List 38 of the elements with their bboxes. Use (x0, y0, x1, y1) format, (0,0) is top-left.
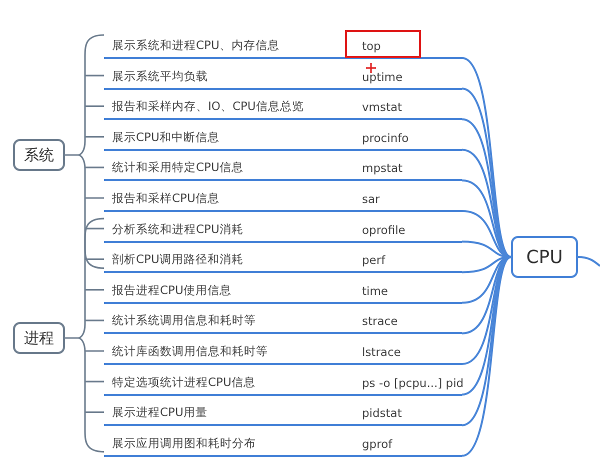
description-text: 报告和采样内存、IO、CPU信息总览 (112, 99, 304, 114)
description-text: 展示系统平均负载 (112, 68, 208, 84)
command-text: top (362, 39, 381, 53)
category-box: 系统 (13, 139, 65, 171)
brace (64, 218, 105, 453)
description-text: 统计和采用特定CPU信息 (112, 160, 244, 176)
connector-line (578, 256, 600, 267)
command-text: mpstat (362, 161, 403, 176)
command-text: procinfo (362, 130, 409, 145)
description-text: 展示进程CPU用量 (112, 405, 208, 420)
command-text: sar (362, 192, 380, 206)
command-text: oprofile (362, 222, 406, 237)
command-text: pidstat (362, 406, 402, 420)
command-text: strace (362, 314, 398, 328)
connector-line (462, 88, 512, 258)
description-text: 展示应用调用图和耗时分布 (112, 436, 256, 451)
command-text: gprof (362, 436, 392, 451)
description-text: 统计系统调用信息和耗时等 (112, 313, 256, 328)
description-text: 展示CPU和中断信息 (112, 130, 220, 145)
connector-line (462, 256, 512, 457)
description-text: 剖析CPU调用路径和消耗 (112, 252, 244, 268)
central-box: CPU (511, 236, 578, 278)
description-text: 分析系统和进程CPU消耗 (112, 222, 244, 237)
connector-line (462, 256, 512, 396)
brace (64, 34, 105, 269)
description-text: 展示系统和进程CPU、内存信息 (112, 38, 280, 53)
description-text: 报告进程CPU使用信息 (112, 282, 232, 298)
description-text: 特定选项统计进程CPU信息 (112, 374, 256, 390)
command-text: perf (362, 253, 386, 268)
command-text: time (362, 284, 388, 298)
category-box: 进程 (13, 322, 65, 354)
command-text: ps -o [pcpu...] pid (362, 376, 464, 390)
command-text: uptime (362, 70, 403, 84)
description-text: 统计库函数调用信息和耗时等 (112, 344, 268, 359)
connector-line (462, 256, 512, 365)
command-text: lstrace (362, 345, 401, 359)
command-text: vmstat (362, 100, 402, 114)
description-text: 报告和采样CPU信息 (112, 191, 220, 206)
